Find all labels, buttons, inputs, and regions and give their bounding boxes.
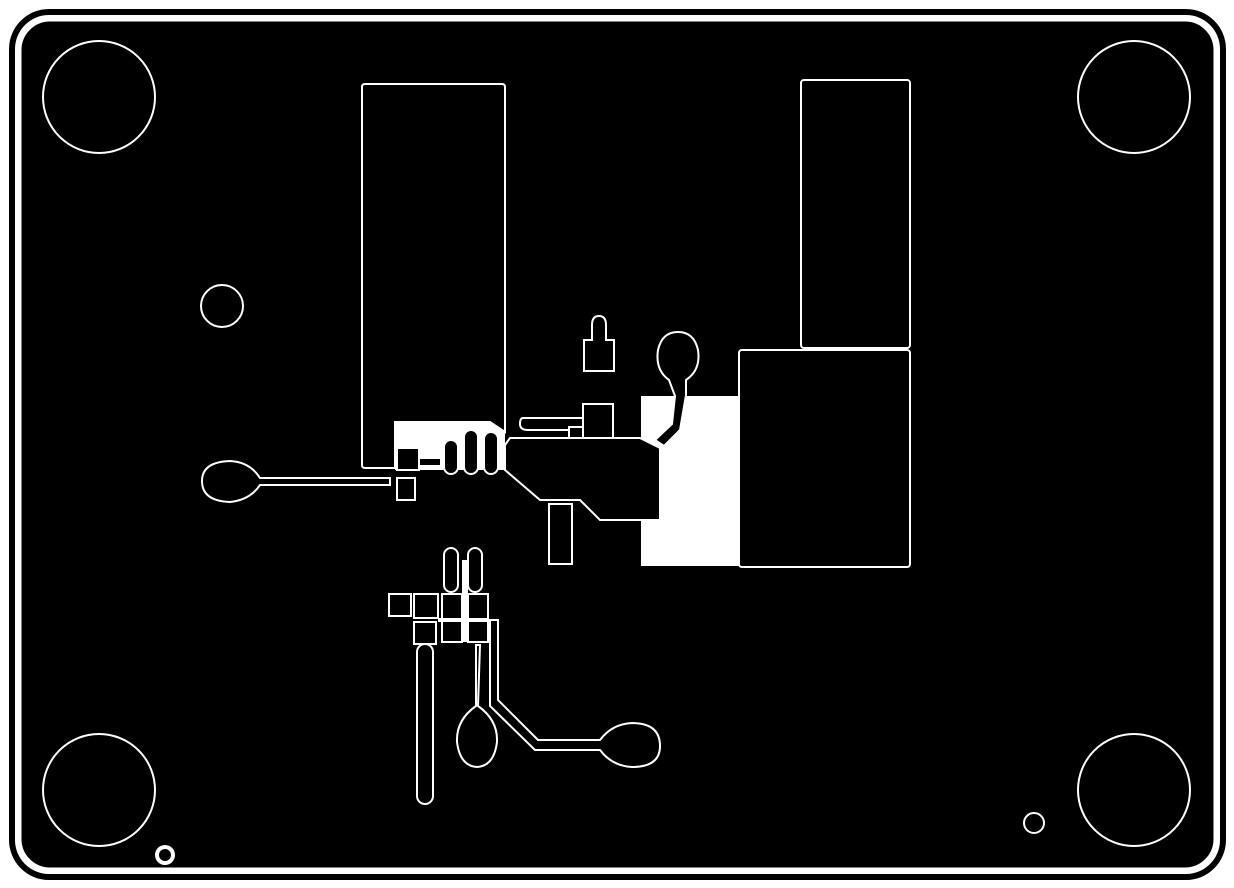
pad-left-c — [418, 457, 442, 467]
pad-cluster-main — [504, 437, 661, 521]
resistor-pad-vertical — [548, 503, 573, 565]
small-pad-top-middle — [583, 314, 615, 372]
test-point-bottom-right — [489, 619, 662, 769]
pad-left-a — [396, 447, 420, 471]
mounting-hole-top-left — [42, 40, 156, 154]
large-pad-bottom-right — [738, 349, 911, 568]
via-bottom-left-edge-core — [159, 849, 171, 861]
large-pad-left — [361, 83, 506, 469]
test-point-upper — [653, 330, 700, 448]
mounting-hole-top-right — [1077, 40, 1191, 154]
pad-lower-left — [388, 593, 412, 617]
test-point-left — [200, 459, 391, 504]
via-bottom-right — [1023, 812, 1045, 834]
pad-left-b — [396, 477, 416, 501]
pad-tab-upper — [582, 403, 614, 439]
finger-pad-3 — [483, 431, 499, 475]
via-left — [200, 284, 244, 328]
test-point-bottom-middle — [455, 644, 499, 769]
finger-pad-lower-2 — [467, 547, 483, 593]
large-pad-top-right — [800, 79, 911, 349]
pad-lower-mid — [413, 593, 439, 619]
test-points — [200, 330, 700, 769]
finger-pad-lower-1 — [443, 547, 459, 593]
pad-lower-square — [413, 621, 437, 645]
finger-pad-1 — [443, 439, 459, 475]
pad-small-square — [568, 426, 584, 439]
mounting-hole-bottom-left — [42, 733, 156, 847]
trace-vertical-long — [416, 643, 434, 805]
keepout-strip-vertical — [462, 560, 468, 642]
component-cluster-center — [396, 403, 661, 565]
mounting-holes — [42, 40, 1191, 847]
mounting-hole-bottom-right — [1077, 733, 1191, 847]
trace-stub-upper — [518, 417, 584, 431]
finger-pad-2 — [463, 429, 479, 475]
